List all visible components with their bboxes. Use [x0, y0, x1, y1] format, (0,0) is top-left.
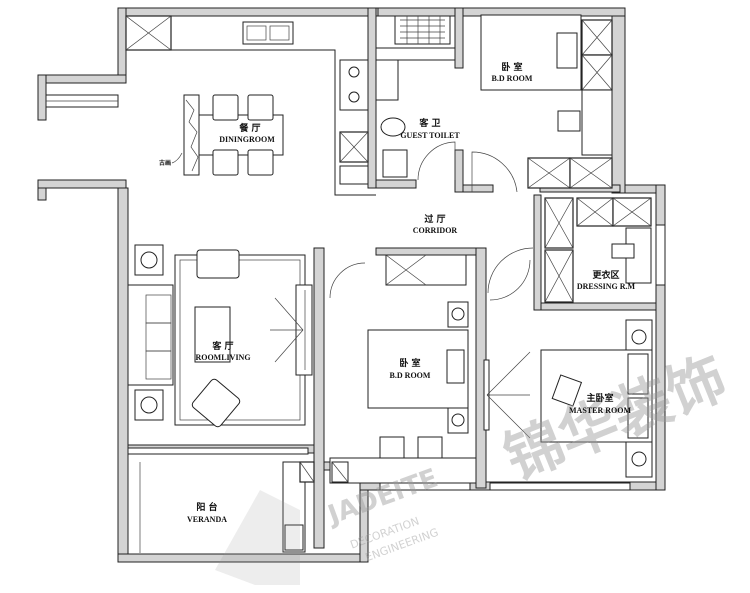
windows [45, 94, 666, 491]
veranda-furniture [139, 461, 315, 553]
master-furniture [540, 319, 653, 478]
painting-label: 古画 [159, 159, 171, 167]
armchair [191, 378, 241, 428]
living-label-en: ROOMLIVING [195, 353, 250, 362]
corridor-doors [329, 254, 531, 301]
room-labels: 餐 厅 DININGROOM 古画 客 卫 GUEST TOILET 卧 室 B… [159, 61, 636, 524]
dining-table [171, 94, 284, 176]
master-label-zh: 主卧室 [586, 392, 613, 404]
dining-label-zh: 餐 厅 [238, 122, 260, 134]
dining-label-en: DININGROOM [219, 135, 275, 144]
bedroom-middle-label-zh: 卧 室 [399, 357, 420, 369]
master-label-en: MASTER ROOM [569, 406, 631, 415]
bedroom-north-label-zh: 卧 室 [501, 61, 522, 73]
armchair [196, 249, 240, 279]
exterior-walls [37, 7, 666, 563]
bedroom-middle-furniture [329, 301, 531, 484]
toilet-icon [380, 117, 406, 137]
guest-toilet [375, 15, 456, 181]
kitchen [125, 15, 376, 196]
dressing-label-zh: 更衣区 [592, 269, 619, 281]
bedroom-middle-label-en: B.D ROOM [390, 371, 431, 380]
sofa [127, 284, 174, 386]
sink-icon [242, 21, 294, 45]
living-label-zh: 客 厅 [211, 340, 233, 352]
living-furniture [127, 244, 313, 428]
veranda-label-en: VERANDA [187, 515, 227, 524]
basin-icon [382, 149, 408, 178]
corridor-label-en: CORRIDOR [413, 226, 458, 235]
bedroom-north-furniture [471, 14, 613, 193]
corridor-label-zh: 过 厅 [424, 213, 445, 225]
coffee-table [194, 306, 231, 363]
toilet-label-en: GUEST TOILET [400, 131, 460, 140]
toilet-label-zh: 客 卫 [418, 117, 440, 129]
bedroom-north-label-en: B.D ROOM [492, 74, 533, 83]
dressing-label-en: DRESSING R.M [577, 282, 636, 291]
veranda-label-zh: 阳 台 [196, 501, 217, 513]
desk-chair [557, 110, 581, 132]
dressing-furniture [487, 197, 652, 303]
